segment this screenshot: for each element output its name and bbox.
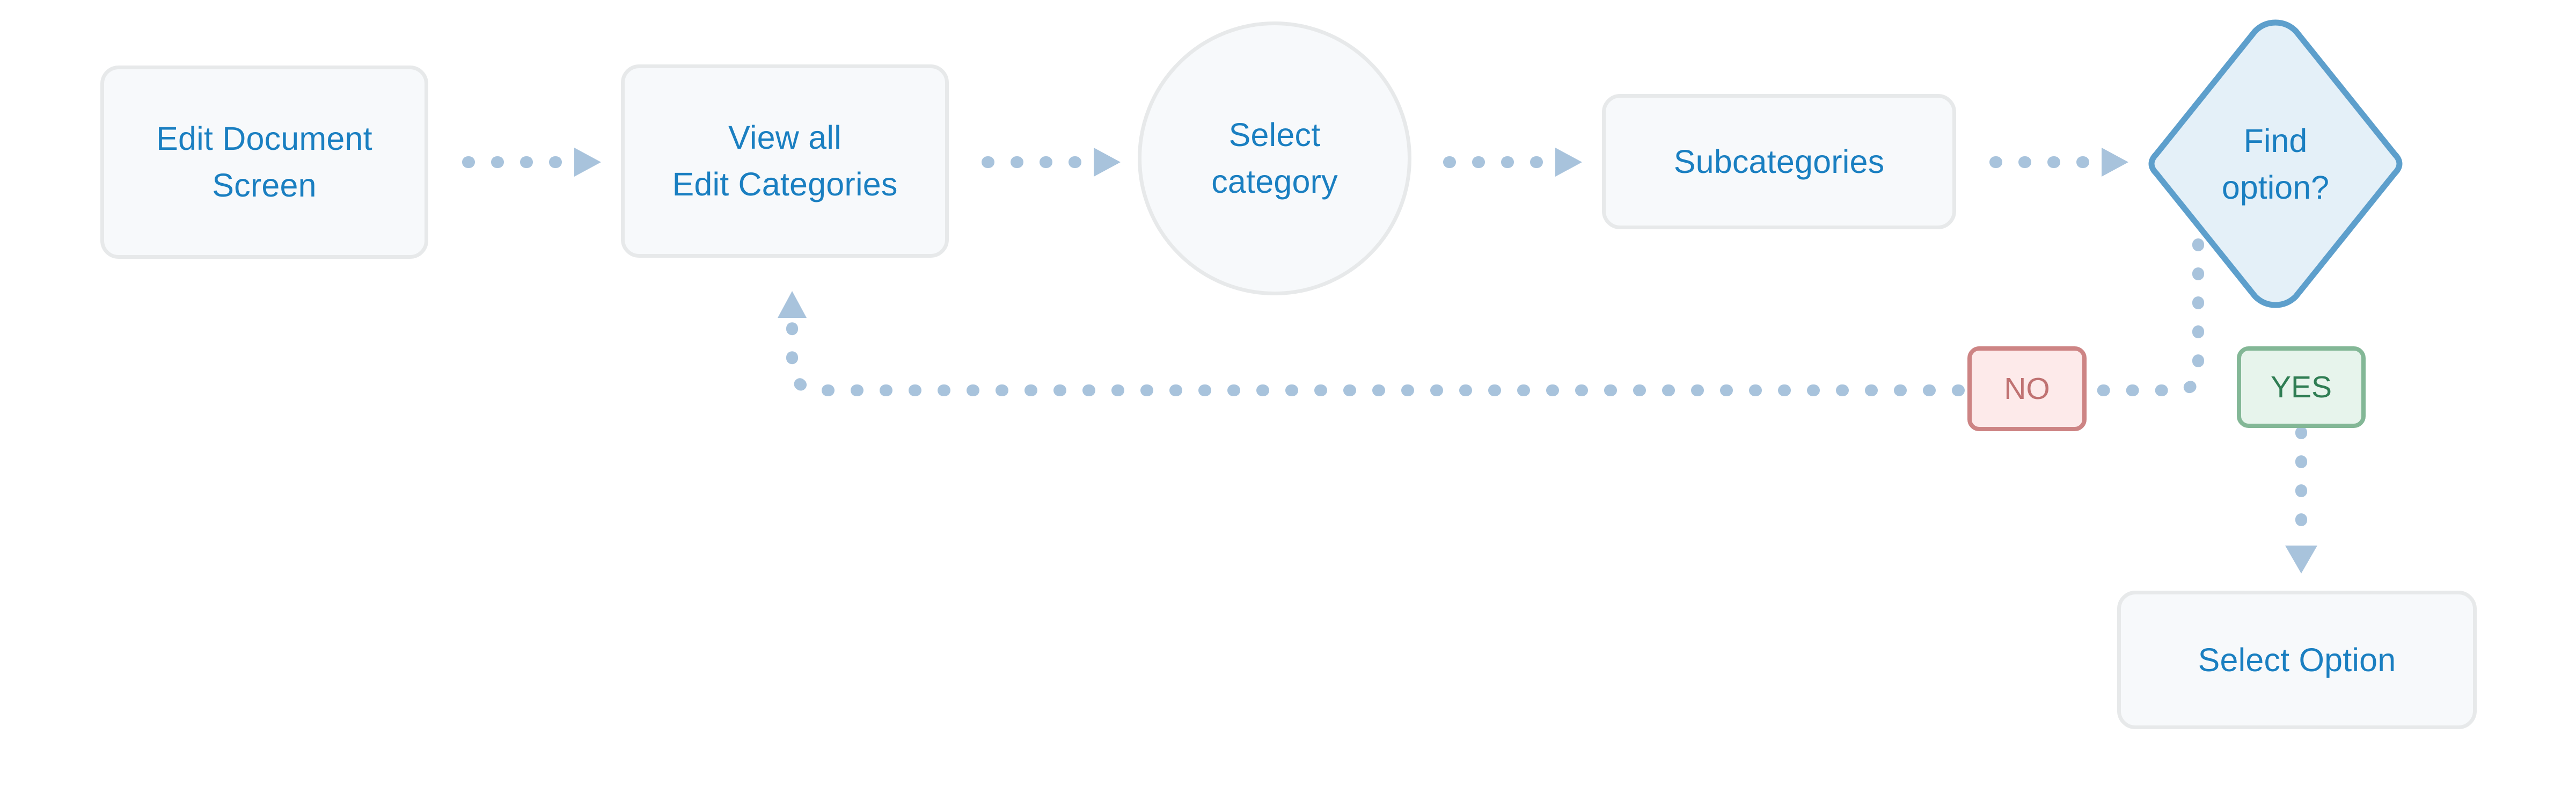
branch-badge-no[interactable]: NO	[1967, 346, 2087, 431]
branch-badge-yes[interactable]: YES	[2237, 346, 2366, 428]
edge-select-category-to-subcategories	[1443, 148, 1582, 177]
node-edit-document-screen[interactable]: Edit Document Screen	[100, 66, 428, 259]
node-find-option[interactable]: Find option?	[2147, 23, 2404, 306]
node-label-select-category: Select category	[1211, 117, 1338, 200]
node-label-select-option: Select Option	[2198, 641, 2396, 678]
edge-view-all-to-select-category	[982, 148, 1121, 177]
find-option-diamond-shape[interactable]	[2148, 19, 2403, 308]
node-view-all-edit-categories[interactable]: View all Edit Categories	[621, 64, 949, 258]
edge-subcategories-to-find-option	[1989, 148, 2128, 177]
branch-badge-yes-label: YES	[2270, 370, 2332, 404]
node-label-find-option: Find option?	[2221, 122, 2330, 206]
node-label-subcategories: Subcategories	[1673, 143, 1885, 180]
edge-edit-document-to-view-all	[462, 148, 601, 177]
node-subcategories[interactable]: Subcategories	[1602, 94, 1956, 229]
node-select-option[interactable]: Select Option	[2117, 591, 2477, 729]
edge-no-loop-back	[778, 238, 2204, 396]
edge-yes-to-select-option	[2285, 426, 2317, 573]
node-label-view-all-edit-categories: View all Edit Categories	[672, 119, 898, 202]
node-select-category[interactable]: Select category	[1138, 21, 1411, 295]
branch-badge-no-label: NO	[2004, 372, 2050, 406]
node-label-edit-document-screen: Edit Document Screen	[156, 120, 372, 204]
